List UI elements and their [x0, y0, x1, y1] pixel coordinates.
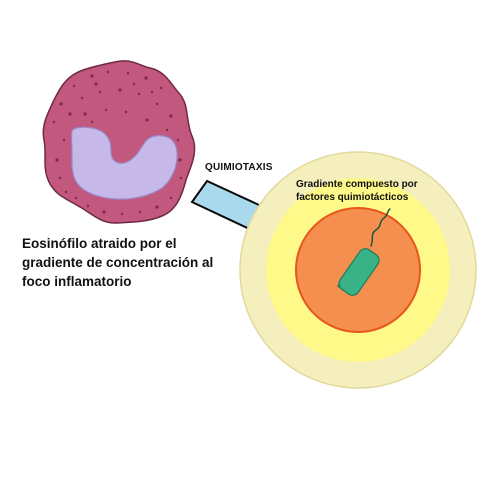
granule	[52, 120, 56, 124]
eosinophil-label: Eosinófilo atraido por el gradiente de c…	[22, 236, 214, 289]
granule	[64, 190, 68, 194]
granule	[62, 138, 66, 142]
eosinophil-cell-icon	[42, 60, 196, 224]
chemotaxis-label: QUIMIOTAXIS	[205, 162, 273, 173]
granule	[98, 90, 102, 94]
granule	[83, 112, 87, 116]
granule	[68, 112, 72, 116]
gradient-label: Gradiente compuesto por factores quimiot…	[296, 179, 418, 203]
granule	[144, 76, 148, 80]
granule	[124, 110, 128, 114]
granule	[86, 204, 90, 208]
granule	[59, 102, 63, 106]
granule	[176, 138, 180, 142]
granule	[126, 71, 130, 75]
granule	[102, 210, 106, 214]
granule	[145, 118, 149, 122]
granule	[90, 120, 94, 124]
granule	[155, 205, 159, 209]
granule	[72, 84, 76, 88]
bacterium-icon	[337, 208, 391, 296]
granule	[179, 176, 183, 180]
cytoplasm-granules	[52, 70, 183, 216]
granule	[155, 102, 159, 106]
granule	[169, 196, 173, 200]
granule	[178, 158, 182, 162]
bacterium-flagellum	[370, 208, 391, 247]
bacterium-body	[338, 248, 380, 296]
granule	[120, 212, 124, 216]
granule	[58, 176, 62, 180]
eosinophil-nucleus	[70, 126, 178, 200]
granule	[90, 74, 94, 78]
granule	[138, 210, 142, 214]
granule	[94, 82, 98, 86]
granule	[106, 70, 110, 74]
granule	[150, 90, 154, 94]
granule	[137, 92, 141, 96]
granule	[118, 88, 122, 92]
granule	[80, 96, 84, 100]
granule	[159, 86, 163, 90]
granule	[104, 108, 108, 112]
granule	[132, 82, 136, 86]
granule	[169, 114, 173, 118]
granule	[74, 196, 78, 200]
granule	[55, 158, 59, 162]
granule	[165, 128, 169, 132]
bacterium-dot	[337, 284, 341, 288]
